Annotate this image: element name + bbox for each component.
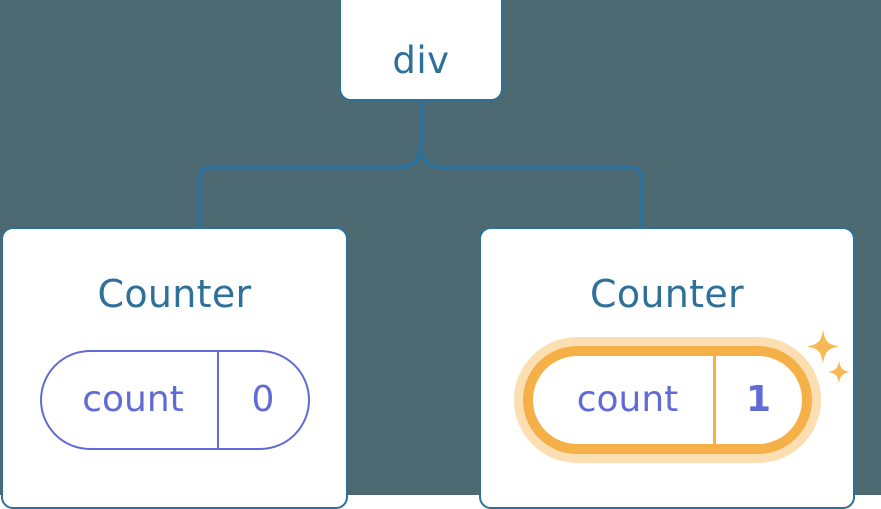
state-pill-wrap-left: count 0 xyxy=(3,350,346,450)
counter-card-left[interactable]: Counter count 0 xyxy=(1,227,348,509)
state-key: count xyxy=(82,379,184,420)
connector-to-right-counter xyxy=(419,101,643,228)
state-value: 1 xyxy=(745,379,772,420)
state-pill-wrap-right: count 1 xyxy=(481,346,853,454)
counter-title: Counter xyxy=(97,272,252,316)
state-pill-highlighted[interactable]: count 1 xyxy=(522,346,812,454)
node-div-label: div xyxy=(392,39,450,82)
connector-lines xyxy=(198,101,643,228)
state-key: count xyxy=(576,379,679,420)
state-pill-divider xyxy=(216,352,219,448)
counter-title: Counter xyxy=(590,272,744,316)
node-div[interactable]: div xyxy=(339,0,503,101)
connector-to-left-counter xyxy=(198,101,423,228)
state-value: 0 xyxy=(251,379,275,420)
state-pill[interactable]: count 0 xyxy=(39,350,310,450)
counter-card-right[interactable]: Counter count 1 xyxy=(479,227,855,509)
state-pill-divider xyxy=(712,356,716,444)
